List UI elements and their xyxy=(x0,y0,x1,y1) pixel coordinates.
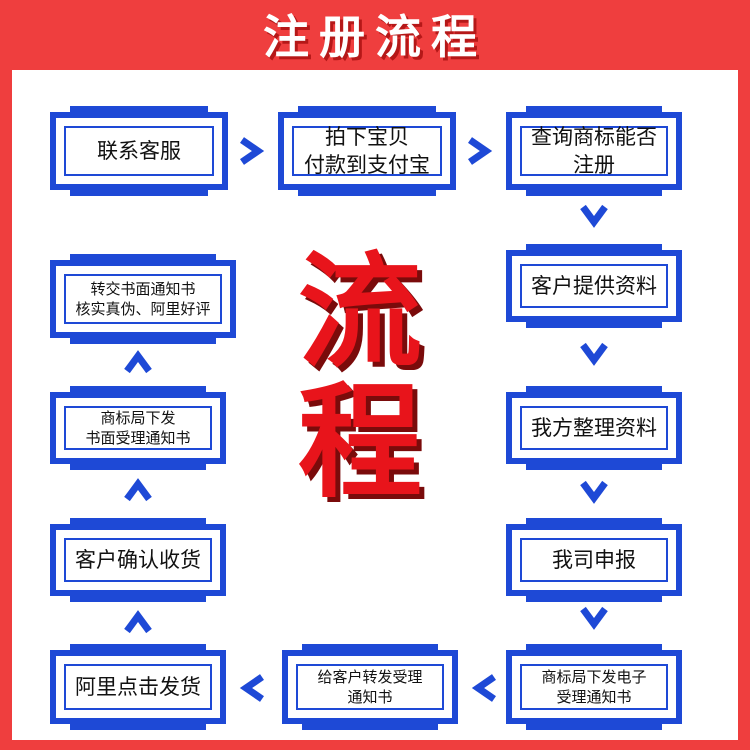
step-label: 拍下宝贝 xyxy=(325,124,409,149)
step-label: 商标局下发电子 xyxy=(541,667,647,686)
chevron-left-icon xyxy=(470,673,500,703)
step-client-confirm-receipt: 客户确认收货 xyxy=(50,518,226,602)
step-label: 付款到支付宝 xyxy=(304,153,430,177)
step-label: 注册 xyxy=(573,153,615,177)
step-label: 我司申报 xyxy=(552,547,636,572)
chevron-down-icon xyxy=(579,602,609,632)
step-electronic-receipt-notice: 商标局下发电子 受理通知书 xyxy=(506,644,682,730)
header-bar: 注册流程 xyxy=(0,0,750,68)
chevron-down-icon xyxy=(579,476,609,506)
step-label: 通知书 xyxy=(347,688,393,706)
step-label: 受理通知书 xyxy=(556,688,632,706)
chevron-up-icon xyxy=(123,348,153,378)
chevron-right-icon xyxy=(236,136,266,166)
chevron-up-icon xyxy=(123,476,153,506)
step-label: 核实真伪、阿里好评 xyxy=(75,300,211,318)
step-contact-service: 联系客服 xyxy=(50,106,228,196)
step-check-trademark: 查询商标能否 注册 xyxy=(506,106,682,196)
step-forward-written-notice: 转交书面通知书 核实真伪、阿里好评 xyxy=(50,254,236,344)
step-place-order-pay: 拍下宝贝 付款到支付宝 xyxy=(278,106,456,196)
chevron-left-icon xyxy=(238,673,268,703)
chevron-up-icon xyxy=(123,608,153,638)
page-title: 注册流程 xyxy=(263,10,487,64)
step-we-file: 我司申报 xyxy=(506,518,682,602)
step-label: 阿里点击发货 xyxy=(75,674,201,699)
chevron-down-icon xyxy=(579,200,609,230)
step-label: 查询商标能否 xyxy=(531,124,657,149)
step-label: 书面受理通知书 xyxy=(85,429,191,447)
center-title-char: 程 xyxy=(297,370,422,516)
step-written-receipt-notice: 商标局下发 书面受理通知书 xyxy=(50,386,226,470)
center-title-char: 流 xyxy=(297,240,422,385)
chevron-right-icon xyxy=(464,136,494,166)
chevron-down-icon xyxy=(579,338,609,368)
step-label: 商标局下发 xyxy=(100,408,176,427)
flow-panel: 联系客服 拍下宝贝 付款到支付宝 查询商标能否 注册 客户提供资料 我方整理资料… xyxy=(12,70,738,740)
step-label: 给客户转发受理 xyxy=(317,667,423,686)
step-label: 客户提供资料 xyxy=(531,273,657,298)
center-title: 流 程 xyxy=(285,240,435,516)
step-label: 转交书面通知书 xyxy=(90,279,196,298)
step-organize-materials: 我方整理资料 xyxy=(506,386,682,470)
step-ali-ship: 阿里点击发货 xyxy=(50,644,226,730)
step-client-provides-materials: 客户提供资料 xyxy=(506,244,682,328)
step-label: 我方整理资料 xyxy=(531,415,657,440)
step-forward-notice: 给客户转发受理 通知书 xyxy=(282,644,458,730)
step-label: 联系客服 xyxy=(97,138,181,163)
step-label: 客户确认收货 xyxy=(75,547,201,572)
